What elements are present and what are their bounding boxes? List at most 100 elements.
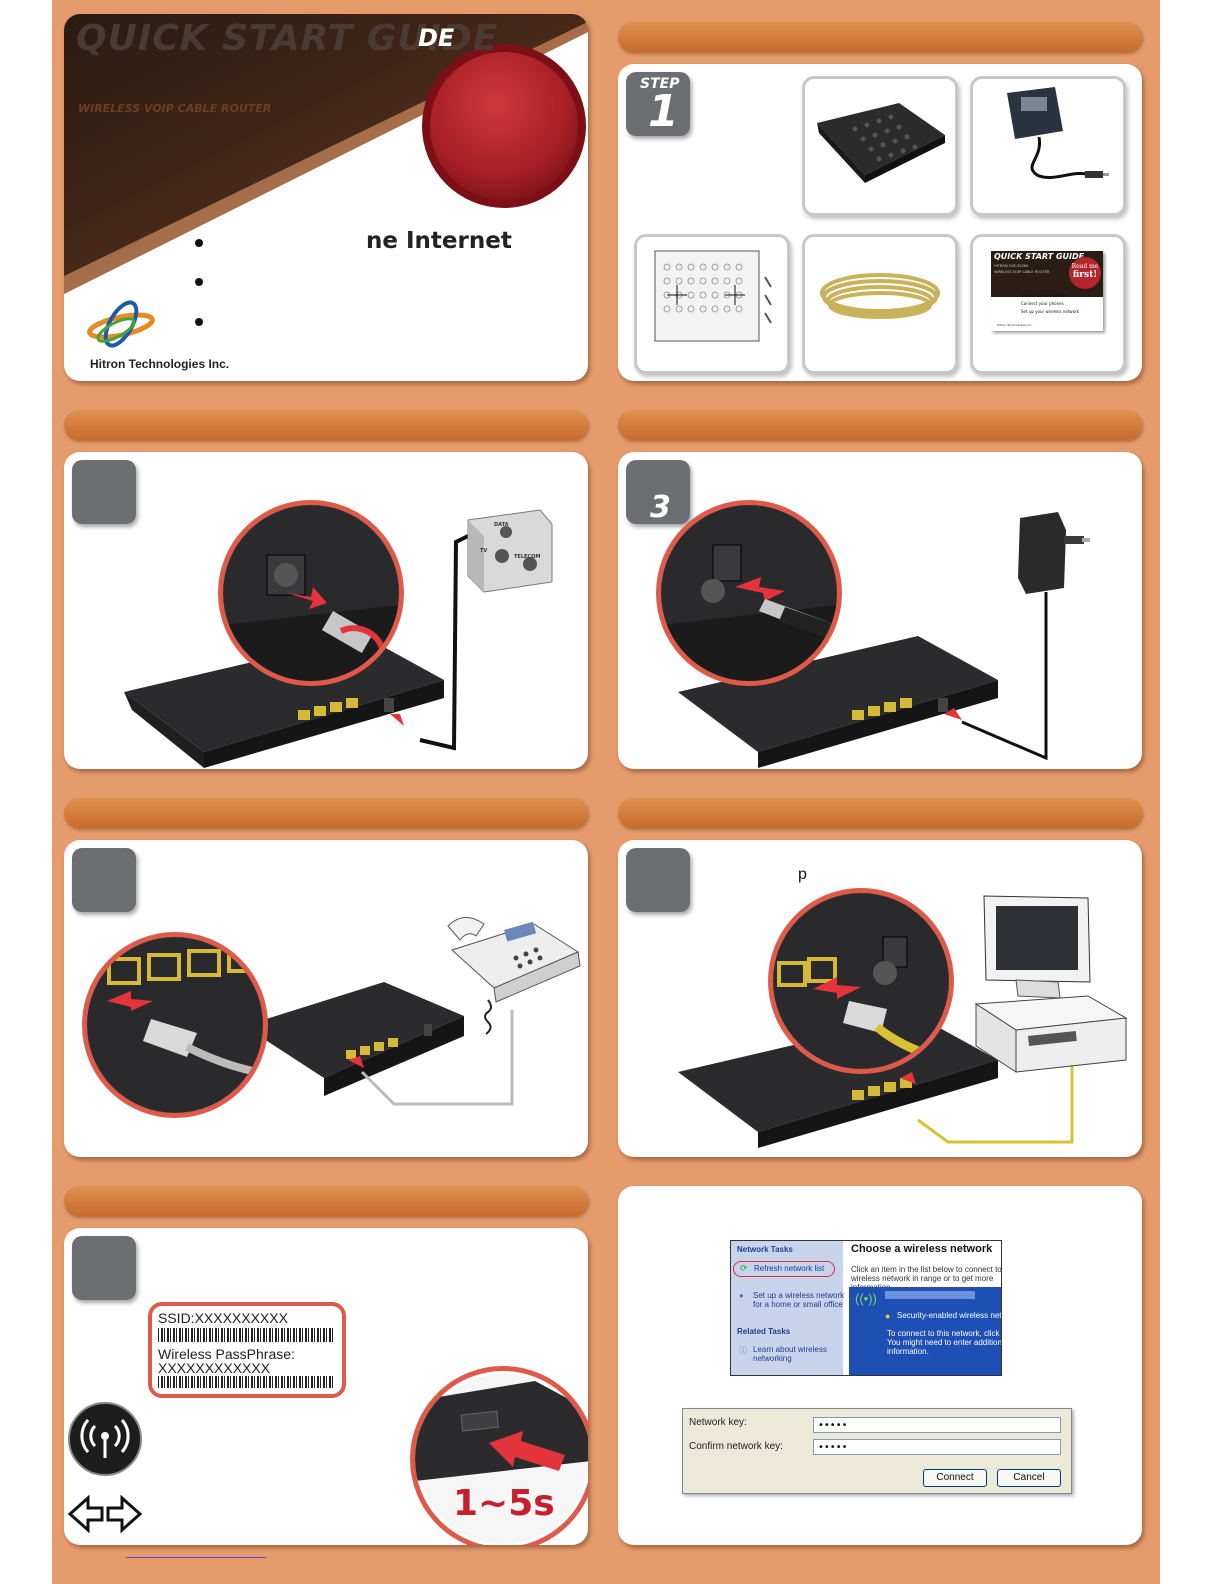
step6-panel: SSID:XXXXXXXXXX Wireless PassPhrase: XXX…: [64, 1228, 588, 1545]
step6-badge: [72, 1236, 136, 1300]
barcode-1: [158, 1328, 334, 1342]
step1-panel: STEP 1: [618, 64, 1142, 381]
passphrase-label: Wireless PassPhrase:: [158, 1346, 295, 1362]
phone-connection-illustration: [244, 917, 581, 1106]
wps-button-zoom: [415, 1381, 588, 1481]
coax-zoom-lens: [218, 500, 404, 686]
task-pane: [731, 1241, 843, 1375]
choose-network-title: Choose a wireless network: [851, 1243, 993, 1255]
network-key-dialog: Network key: ••••• Confirm network key: …: [682, 1408, 1072, 1494]
coax-port-zoom: [223, 505, 399, 681]
network-list[interactable]: ((•)) ● Security-enabled wireless networ…: [849, 1287, 1001, 1375]
step5-badge: [626, 848, 690, 912]
wireless-icon: [68, 1402, 142, 1476]
step4-panel: [64, 840, 588, 1157]
company-name: Hitron Technologies Inc.: [90, 357, 230, 371]
power-adapter-icon: [1007, 87, 1109, 180]
power-zoom-lens: [656, 500, 842, 686]
phone-port-zoom: [87, 937, 263, 1113]
step2-panel: DATA TV TELECOM: [64, 452, 588, 769]
step1-header-bar: [618, 22, 1142, 52]
step5-header-bar: [618, 798, 1142, 828]
step3-badge: 3: [626, 460, 690, 525]
mini-guide-title: QUICK START GUIDE: [994, 252, 1085, 261]
mini-badge-line2: first!: [1072, 270, 1098, 280]
learn-line2: networking: [753, 1354, 792, 1363]
cancel-button[interactable]: Cancel: [997, 1469, 1061, 1487]
step5-panel: p: [618, 840, 1142, 1157]
item-ethernet-cable: [802, 234, 958, 374]
mini-guide-badge: Read me first!: [1069, 257, 1101, 289]
refresh-label: Refresh network list: [754, 1264, 825, 1273]
network-tasks-heading: Network Tasks: [737, 1245, 793, 1254]
mini-guide-company: Hitron Technologies Inc.: [997, 323, 1033, 327]
lock-icon: ●: [885, 1311, 891, 1321]
item-wall-mount-template: [634, 234, 790, 374]
computer-zoom-lens: [768, 888, 954, 1074]
footer-link-line: [126, 1557, 266, 1558]
step2-header-bar: [64, 410, 588, 440]
learn-line1: Learn about wireless: [753, 1345, 827, 1354]
router-image-icon: [817, 103, 945, 183]
wireless-network-window: Network Tasks ⟳ Refresh network list ● S…: [730, 1240, 1002, 1376]
press-duration: 1~5s: [453, 1483, 555, 1524]
confirm-key-label: Confirm network key:: [689, 1441, 783, 1452]
refresh-network-list-link[interactable]: ⟳ Refresh network list: [733, 1261, 835, 1277]
connect-hint: To connect to this network, click Connec…: [887, 1329, 1002, 1356]
ethernet-cable-icon: [820, 273, 940, 319]
passphrase-value: XXXXXXXXXXXX: [158, 1360, 271, 1376]
related-tasks-heading: Related Tasks: [737, 1327, 791, 1336]
wireless-label-sticker: SSID:XXXXXXXXXX Wireless PassPhrase: XXX…: [148, 1302, 346, 1398]
ssid-label: SSID:XXXXXXXXXX: [158, 1310, 288, 1326]
cover-panel: QUICK START GUIDE DE WIRELESS VOIP CABLE…: [64, 14, 588, 381]
setup-network-line2: for a home or small office: [753, 1300, 843, 1309]
template-sheet-icon: [654, 250, 772, 342]
mini-guide-bullet-2: Connect your phones: [1021, 301, 1064, 306]
step6-header-bar: [64, 1186, 588, 1216]
power-port-zoom: [661, 505, 837, 681]
cover-title-tail: DE: [418, 24, 455, 52]
setup-network-link[interactable]: ● Set up a wireless network for a home o…: [739, 1291, 845, 1309]
learn-wireless-link[interactable]: ⓘ Learn about wireless networking: [739, 1345, 839, 1363]
item-router: [802, 76, 958, 216]
step4-header-bar: [64, 798, 588, 828]
guide-sheet: QUICK START GUIDE DE WIRELESS VOIP CABLE…: [52, 0, 1160, 1584]
barcode-2: [158, 1376, 334, 1388]
mini-guide-bullet-3: Set up your wireless network: [1021, 309, 1080, 314]
connect-button[interactable]: Connect: [923, 1469, 987, 1487]
wps-arrows-icon: [68, 1494, 142, 1534]
wall-label-data: DATA: [494, 522, 509, 528]
item-power-adapter: [970, 76, 1126, 216]
confirm-key-input[interactable]: •••••: [813, 1439, 1061, 1455]
step5-text-fragment: p: [798, 866, 807, 883]
mini-guide-lower: [991, 297, 1103, 331]
desktop-computer-icon: [974, 895, 1128, 1073]
selected-network-bar[interactable]: [885, 1291, 975, 1299]
setup-network-icon: ●: [739, 1291, 744, 1300]
step3-panel: 3: [618, 452, 1142, 769]
lan-port-zoom: [773, 893, 949, 1069]
info-icon: ⓘ: [739, 1346, 747, 1355]
cover-background: [64, 14, 588, 326]
network-key-input[interactable]: •••••: [813, 1417, 1061, 1433]
power-connection-illustration: [678, 512, 1090, 768]
mini-guide-bullet-1: Connect to the Internet: [1021, 293, 1068, 298]
step7-panel: Network Tasks ⟳ Refresh network list ● S…: [618, 1186, 1142, 1545]
mini-guide-subtitle: WIRELESS VOIP CABLE ROUTER: [994, 270, 1050, 274]
cover-subtitle: WIRELESS VOIP CABLE ROUTER: [78, 102, 272, 115]
step2-badge: [72, 460, 136, 524]
step-number: 1: [648, 86, 679, 137]
item-quick-start-guide: QUICK START GUIDE HITRON CVE-30360 WIREL…: [970, 234, 1126, 374]
step1-badge: STEP 1: [626, 72, 690, 137]
network-key-label: Network key:: [689, 1417, 747, 1428]
mini-guide: QUICK START GUIDE HITRON CVE-30360 WIREL…: [991, 251, 1103, 331]
step-word: STEP: [640, 76, 680, 92]
hitron-logo-icon: [87, 300, 155, 348]
refresh-icon: ⟳: [740, 1263, 748, 1273]
telephone-icon: [447, 917, 581, 1003]
mini-badge-line1: Read me: [1071, 263, 1099, 270]
cover-bullet-internet: ne Internet: [366, 228, 512, 254]
wall-adapter-icon: [1018, 512, 1090, 594]
setup-network-line1: Set up a wireless network: [753, 1291, 845, 1300]
cover-title: QUICK START GUIDE: [76, 18, 499, 59]
